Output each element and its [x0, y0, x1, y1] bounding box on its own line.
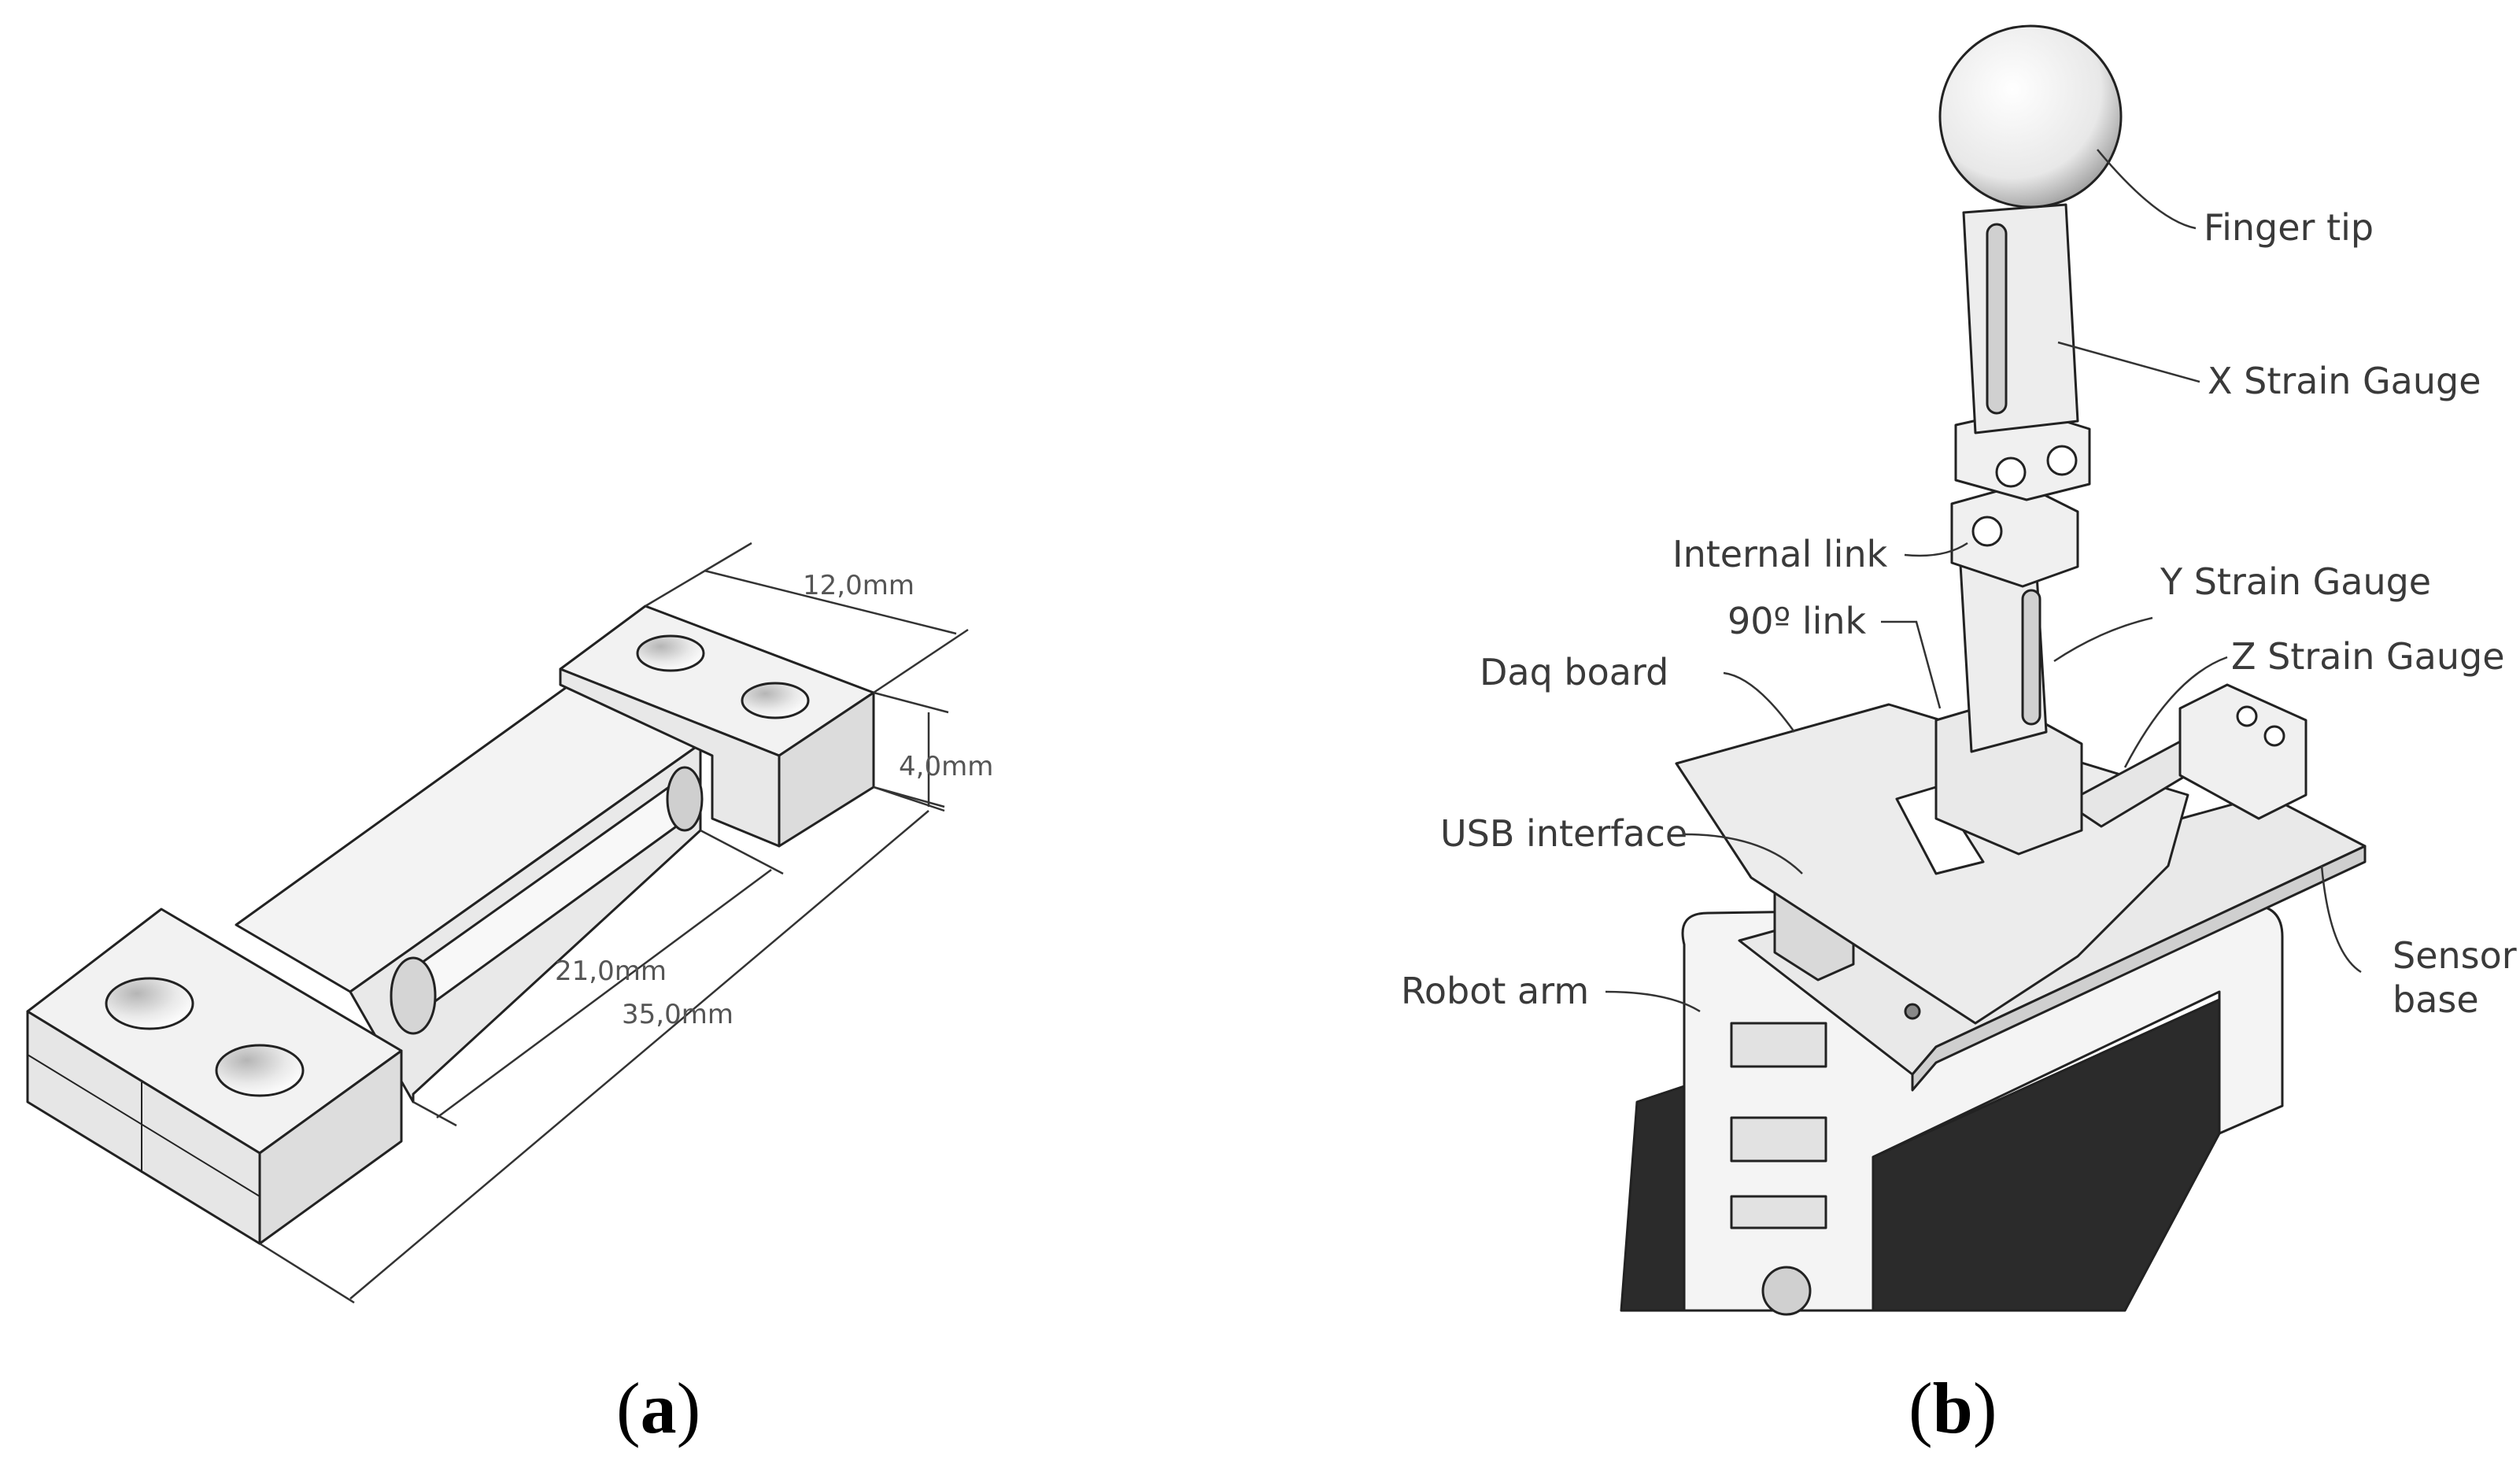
- sensor-assembly-drawing: [1620, 24, 2367, 1316]
- servo-horn: [1761, 1266, 1812, 1316]
- label-z-strain-gauge: Z Strain Gauge: [2231, 635, 2505, 678]
- z-gauge-hole-1: [2236, 705, 2258, 727]
- back-hole-1: [636, 634, 705, 672]
- z-gauge-block: [2178, 683, 2308, 820]
- upper-link-hole-2: [2046, 445, 2078, 476]
- finger-tip-ball: [1938, 24, 2123, 209]
- slot-end-near: [390, 956, 437, 1035]
- back-block-side: [559, 667, 781, 848]
- label-x-strain-gauge: X Strain Gauge: [2208, 360, 2481, 402]
- slot-end-far: [666, 766, 704, 832]
- dim-slot: 21,0mm: [555, 956, 667, 987]
- servo-body: [1620, 1085, 1686, 1312]
- label-internal-link: Internal link: [1672, 533, 1888, 575]
- base-screw: [1904, 1003, 1921, 1020]
- label-robot-arm: Robot arm: [1401, 970, 1589, 1012]
- label-daq-board: Daq board: [1480, 651, 1668, 693]
- z-gauge-hole-2: [2263, 725, 2285, 747]
- servo-body-right: [1872, 998, 2221, 1312]
- internal-link-hole: [1971, 516, 2003, 547]
- leader-lines: [1605, 149, 2362, 1013]
- load-cell-drawing: [26, 604, 875, 1245]
- back-hole-2: [741, 682, 810, 719]
- upper-link-hole-1: [1995, 457, 2027, 488]
- y-gauge-slot: [2021, 589, 2041, 726]
- front-block-side: [258, 1049, 403, 1245]
- panel-a-caption: (a): [616, 1368, 700, 1448]
- column-upper: [1962, 203, 2079, 434]
- label-finger-tip: Finger tip: [2204, 206, 2374, 249]
- bracket-slot-1: [1730, 1022, 1827, 1068]
- front-hole-2: [215, 1044, 305, 1097]
- label-y-strain-gauge: Y Strain Gauge: [2160, 560, 2431, 603]
- front-hole-1: [105, 977, 194, 1030]
- dim-width: 12,0mm: [803, 570, 915, 601]
- sensor-base-edge: [1911, 845, 2367, 1092]
- dimension-lines: [259, 542, 969, 1304]
- daq-board-cutout: [1895, 786, 1985, 875]
- label-90-link: 90º link: [1727, 600, 1867, 642]
- bracket-slot-3: [1730, 1195, 1827, 1229]
- dim-length: 35,0mm: [622, 999, 733, 1030]
- panel-b-caption: (b): [1908, 1368, 1997, 1448]
- bracket-slot-2: [1730, 1116, 1827, 1163]
- front-block-seam: [27, 1054, 260, 1197]
- dim-height: 4,0mm: [899, 751, 993, 782]
- label-usb-interface: USB interface: [1440, 812, 1687, 855]
- x-gauge-slot: [1986, 223, 2008, 415]
